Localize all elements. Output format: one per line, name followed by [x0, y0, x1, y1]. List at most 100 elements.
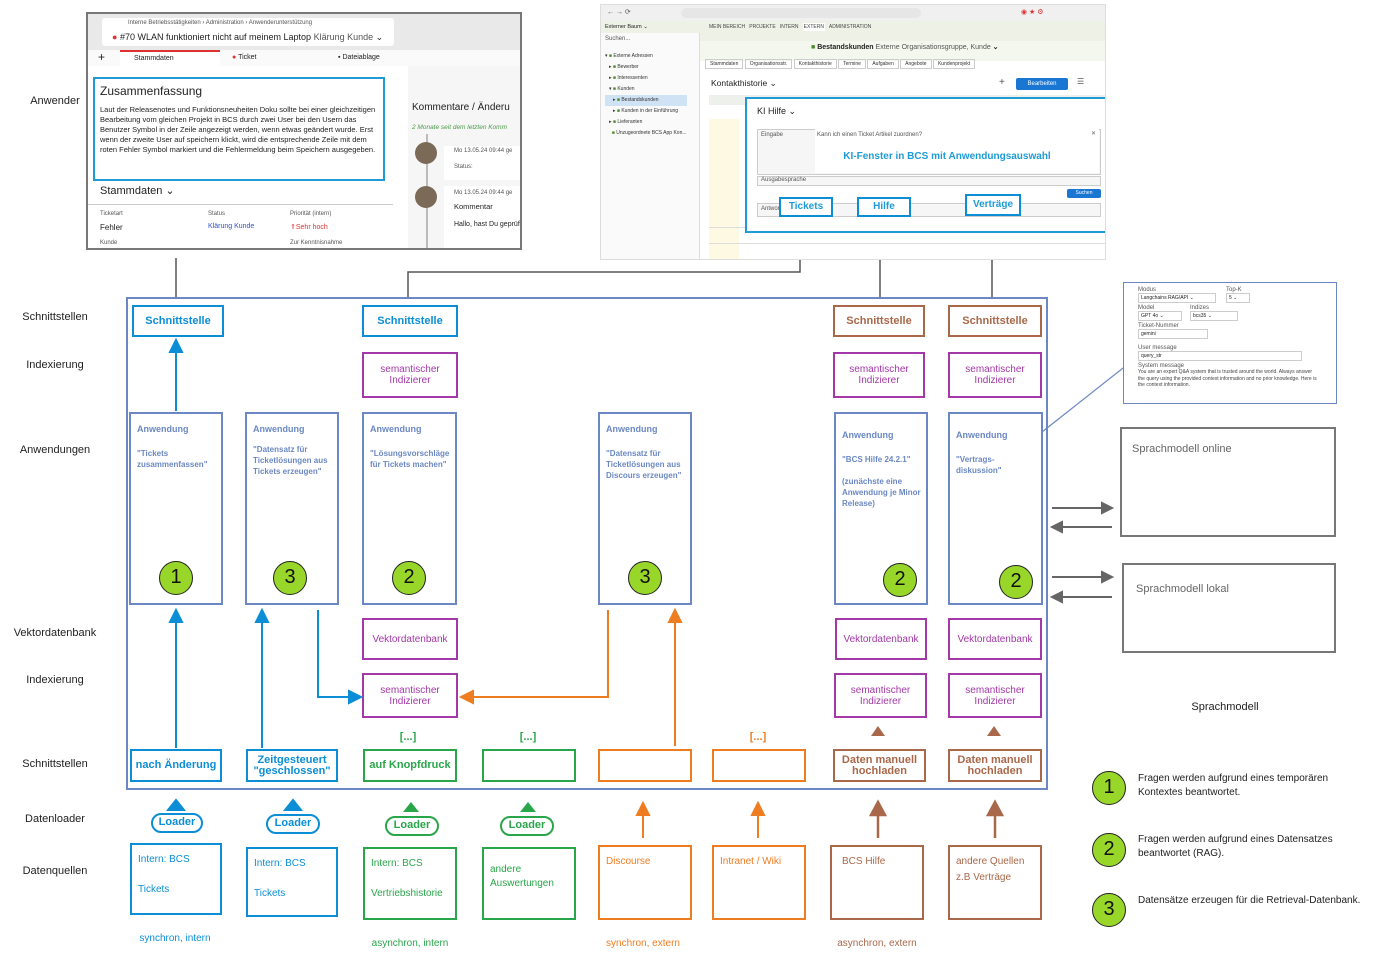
application-title: Anwendung	[137, 424, 189, 434]
semantic-indexer-bottom-2: semantischer Indizierer	[834, 673, 927, 718]
field-label-kunde: Kunde	[100, 240, 118, 246]
application-title: Anwendung	[956, 430, 1008, 440]
model-caption: Sprachmodell	[1191, 701, 1259, 713]
badge-2: 2	[392, 561, 426, 595]
settings-topk-select[interactable]: 5 ⌄	[1226, 293, 1250, 303]
ellipsis-note: [...]	[399, 731, 417, 743]
badge-1: 1	[159, 561, 193, 595]
interface-bottom-4	[482, 749, 576, 782]
ki-title[interactable]: KI Hilfe ⌄	[757, 106, 797, 116]
row-label-indexierung-bottom: Indexierung	[26, 674, 84, 686]
ki-search-button[interactable]: Suchen	[1067, 189, 1101, 198]
tab-ticket[interactable]: ● Ticket	[232, 54, 257, 61]
browser-nav-icon[interactable]: ← → ⟳	[607, 9, 631, 16]
priority-icon: ⇑	[290, 224, 296, 231]
settings-llm-select[interactable]: GPT 4o ⌄	[1138, 311, 1182, 321]
application-desc: "Vertrags-diskussion"	[956, 455, 1002, 475]
tree-root[interactable]: Externer Baum ⌄	[605, 24, 648, 30]
interface-bottom-3: auf Knopfdruck	[363, 749, 457, 782]
chevron-down-icon[interactable]: ⌄	[375, 32, 384, 42]
comments-meta: 2 Monate seit dem letzten Komm	[412, 124, 508, 131]
comment-sub: Status:	[454, 164, 473, 170]
crm-section-title[interactable]: Kontakthistorie ⌄	[711, 78, 777, 88]
settings-user-input[interactable]: query_str	[1138, 351, 1302, 361]
tree-item[interactable]: ▸ ■ Lieferanten	[609, 119, 643, 125]
source-bcs-tickets-2: Intern: BCS Tickets	[246, 847, 338, 917]
vector-db-3: Vektordatenbank	[948, 618, 1042, 660]
summary-box: Zusammenfassung Laut der Releasenotes un…	[93, 77, 385, 181]
tab-stammdaten[interactable]: Stammdaten	[120, 50, 220, 66]
application-desc: "Datensatz für Ticketlösungen aus Ticket…	[253, 445, 328, 476]
ki-choice-hilfe[interactable]: Hilfe	[857, 197, 911, 217]
interface-top-4: Schnittstelle	[948, 305, 1042, 337]
tree-list[interactable]: ▾ ■ Externe Adressen ▸ ■ Bewerber ▸ ■ In…	[605, 51, 687, 139]
ticket-title-row: ● #70 WLAN funktioniert nicht auf meinem…	[112, 32, 383, 43]
crm-nav[interactable]: MEIN BEREICH PROJEKTE INTERN EXTERN ADMI…	[709, 23, 872, 31]
ki-input-label: Eingabe	[761, 132, 784, 138]
ki-output-label: Ausgabesprache	[761, 177, 807, 183]
settings-ticket-label: Ticket-Nummer	[1138, 323, 1179, 329]
badge-2: 2	[999, 565, 1033, 599]
settings-screenshot: Modus Langchains RAG/API ⌄ Top-K 5 ⌄ Mod…	[1123, 282, 1337, 404]
crm-tabs[interactable]: Stammdaten Organisationsstr. Kontakthist…	[705, 59, 976, 69]
badge-2: 2	[883, 563, 917, 597]
settings-ticket-input[interactable]: gemini	[1138, 329, 1208, 339]
tree-item[interactable]: ■ Unzugeordnete BCS App Kon...	[611, 130, 687, 136]
footer-asynchron-extern: asynchron, extern	[837, 938, 917, 949]
tree-item[interactable]: ▸ ■ Interessenten	[609, 75, 648, 81]
settings-icon[interactable]: ☰	[1077, 77, 1085, 86]
comments-title: Kommentare / Änderu	[412, 102, 510, 113]
tree-search[interactable]: Suchen...	[605, 36, 631, 42]
loader-3: Loader	[385, 816, 439, 836]
ki-choice-vertraege[interactable]: Verträge	[965, 194, 1021, 216]
interface-top-3: Schnittstelle	[833, 305, 925, 337]
field-label-prioritaet: Priorität (intern)	[290, 211, 332, 217]
interface-bottom-6	[712, 749, 806, 782]
settings-model-select[interactable]: Langchains RAG/API ⌄	[1138, 293, 1216, 303]
summary-text: Laut der Releasenotes und Funktionsneuhe…	[100, 105, 376, 154]
loader-2: Loader	[266, 814, 320, 834]
row-label-anwender: Anwender	[30, 95, 80, 107]
tree-item[interactable]: ▾ ■ Kunden	[609, 86, 635, 92]
ki-choice-tickets[interactable]: Tickets	[779, 197, 833, 217]
ki-input-field[interactable]	[815, 129, 1099, 173]
legend-text-2: Fragen werden aufgrund eines Datensatzes…	[1138, 834, 1333, 859]
field-label-kenntnis: Zur Kenntnisnahme	[290, 240, 343, 246]
settings-system-text[interactable]: You are an expert Q&A system that is tru…	[1138, 369, 1317, 388]
loader-1: Loader	[151, 813, 203, 833]
edit-button[interactable]: Bearbeiten	[1016, 78, 1068, 90]
tree-item[interactable]: ▸ ■ Bewerber	[609, 64, 639, 70]
tree-item[interactable]: ▾ ■ Externe Adressen	[605, 53, 653, 59]
application-title: Anwendung	[842, 430, 894, 440]
browser-toolbar-icons[interactable]: ◉ ★ ⚙	[1021, 9, 1044, 16]
stammdaten-label[interactable]: Stammdaten ⌄	[100, 185, 175, 197]
source-line1: andere	[490, 864, 522, 875]
source-line1: andere Quellen	[956, 856, 1025, 867]
tree-item[interactable]: ▸ ■ Bestandskunden	[605, 95, 687, 106]
settings-user-label: User message	[1138, 345, 1177, 351]
semantic-indexer-bottom-3: semantischer Indizierer	[948, 673, 1042, 718]
ki-headline: KI-Fenster in BCS mit Anwendungsauswahl	[843, 151, 1051, 162]
footer-asynchron-intern: asynchron, intern	[371, 938, 449, 949]
row-label-datenquellen: Datenquellen	[22, 865, 88, 877]
interface-top-2: Schnittstelle	[362, 305, 458, 337]
row-label-indexierung-top: Indexierung	[26, 359, 84, 371]
tab-dateiablage[interactable]: ▪ Dateiablage	[338, 54, 380, 61]
application-desc: "Lösungsvorschläge für Tickets machen"	[370, 449, 450, 469]
application-desc: "Datensatz für Ticketlösungen aus Discou…	[606, 449, 682, 480]
add-tab-icon[interactable]: +	[98, 50, 106, 64]
add-icon[interactable]: +	[999, 77, 1005, 88]
legend-badge-3: 3	[1092, 893, 1126, 927]
settings-index-select[interactable]: bcs35 ⌄	[1190, 311, 1238, 321]
model-online-label: Sprachmodell online	[1132, 443, 1232, 455]
loader-4: Loader	[500, 816, 554, 836]
avatar	[415, 186, 437, 208]
field-label-ticketart: Ticketart	[100, 211, 123, 217]
interface-bottom-7: Daten manuell hochladen	[833, 749, 926, 782]
settings-model-label: Modus	[1138, 287, 1157, 293]
tree-item[interactable]: ▸ ■ Kunden in der Einführung	[613, 108, 679, 114]
source-line1: Intern: BCS	[138, 854, 190, 865]
source-bcs-hilfe: BCS Hilfe	[830, 845, 924, 920]
close-icon[interactable]: ✕	[1091, 131, 1097, 137]
